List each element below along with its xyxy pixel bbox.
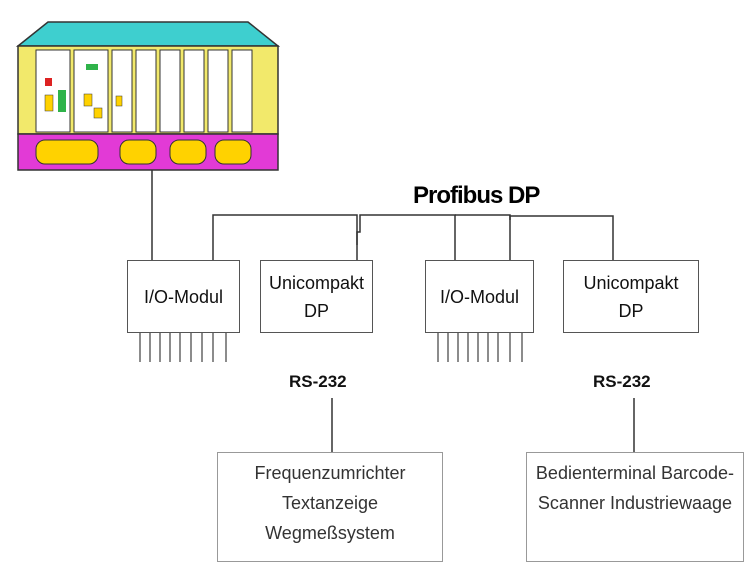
- device-item: Wegmeßsystem: [265, 523, 395, 543]
- node-label: Unicompakt: [583, 272, 679, 293]
- io-output-arrows: [139, 333, 523, 362]
- node-label: I/O-Modul: [439, 286, 520, 307]
- rs232-lines: [331, 398, 635, 452]
- node-label: Unicompakt: [268, 272, 365, 293]
- device-item: Textanzeige: [281, 493, 379, 513]
- unicompakt-dp-node: Unicompakt DP: [563, 260, 699, 333]
- device-group-box: Frequenzumrichter Textanzeige Wegmeßsyst…: [217, 452, 443, 562]
- node-label: DP: [303, 300, 329, 321]
- rs232-label: RS-232: [593, 372, 651, 391]
- node-label: DP: [618, 300, 644, 321]
- device-group-box: Bedienterminal Barcode-Scanner Industrie…: [526, 452, 744, 562]
- device-item: Barcode-Scanner: [537, 463, 735, 513]
- node-label: I/O-Modul: [143, 286, 224, 307]
- unicompakt-dp-node: Unicompakt DP: [260, 260, 373, 333]
- io-module-node: I/O-Modul: [127, 260, 240, 333]
- rs232-label: RS-232: [289, 372, 347, 391]
- device-item: Bedienterminal: [535, 463, 656, 483]
- plc-rack-icon: [15, 21, 281, 171]
- device-item: Frequenzumrichter: [254, 463, 406, 483]
- device-item: Industriewaage: [609, 493, 733, 513]
- profibus-bus-lines: [151, 170, 614, 260]
- io-module-node: I/O-Modul: [425, 260, 534, 333]
- profibus-label: Profibus DP: [413, 182, 540, 209]
